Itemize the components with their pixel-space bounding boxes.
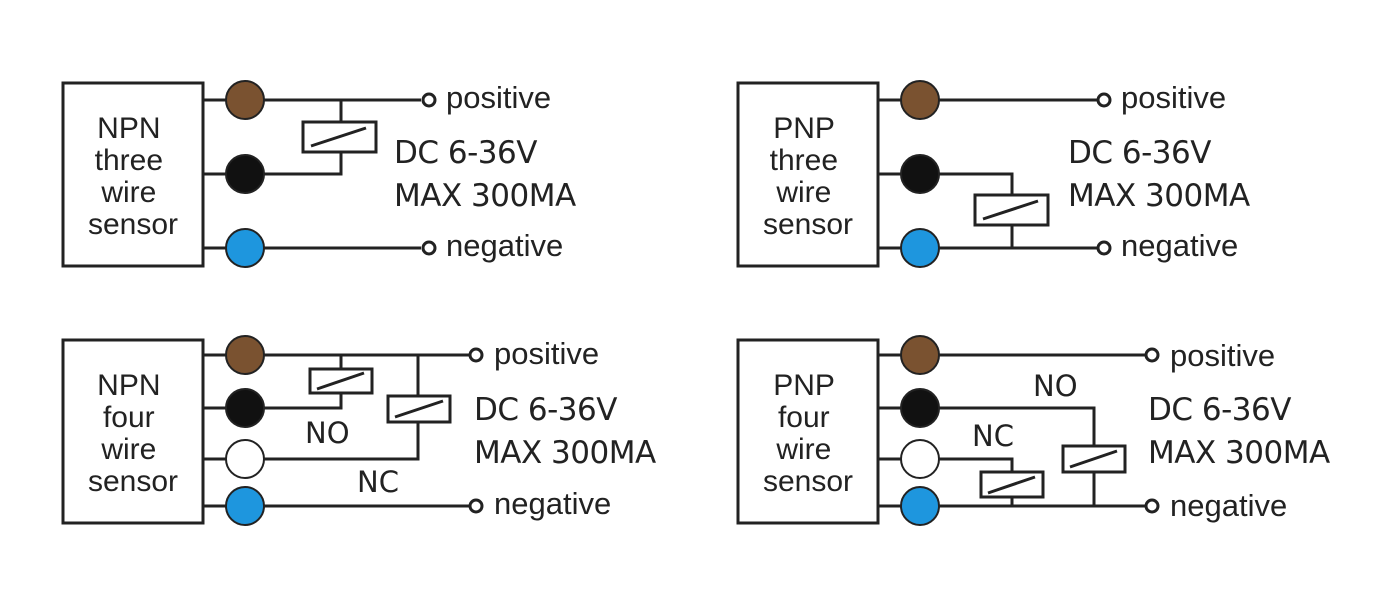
spec-label: DC 6-36V MAX 300MA [394,135,576,214]
negative-terminal [1096,240,1112,256]
pnp-four-wire-diagram: PNP four wire sensor positive negative N… [736,335,1330,526]
blue-wire-dot [900,486,940,526]
brown-wire-dot [225,335,265,375]
nc-label: NC [357,465,399,499]
nc-label: NC [972,419,1014,453]
negative-terminal [1144,498,1160,514]
brown-wire-dot [900,80,940,120]
sensor-label: PNP four wire sensor [763,369,853,498]
negative-terminal [468,498,484,514]
spec-label: DC 6-36V MAX 300MA [1068,135,1250,214]
negative-label: negative [1170,488,1287,523]
npn-three-wire-diagram: NPN three wire sensor positive negative … [61,80,576,268]
sensor-box [61,81,205,268]
black-wire-dot [900,154,940,194]
no-label: NO [305,416,350,450]
npn-four-wire-diagram: NPN four wire sensor positive negative N… [61,335,656,526]
positive-terminal [1144,347,1160,363]
sensor-box [736,81,880,268]
sensor-label: NPN three wire sensor [88,112,178,241]
white-wire-dot [225,439,265,479]
positive-label: positive [494,336,599,371]
negative-label: negative [494,486,611,521]
black-wire-dot [225,388,265,428]
black-wire-dot [900,388,940,428]
blue-wire-dot [225,486,265,526]
white-wire-dot [900,439,940,479]
positive-terminal [421,92,437,108]
positive-terminal [468,347,484,363]
sensor-box [736,338,880,525]
negative-label: negative [446,228,563,263]
brown-wire-dot [900,335,940,375]
positive-label: positive [1170,338,1275,373]
sensor-box [61,338,205,525]
spec-label: DC 6-36V MAX 300MA [1148,392,1330,471]
negative-label: negative [1121,228,1238,263]
black-wire-dot [225,154,265,194]
brown-wire-dot [225,80,265,120]
positive-label: positive [1121,80,1226,115]
pnp-three-wire-diagram: PNP three wire sensor positive negative … [736,80,1250,268]
sensor-label: NPN four wire sensor [88,369,178,498]
relay-coil-nc [386,394,452,424]
blue-wire-dot [900,228,940,268]
sensor-label: PNP three wire sensor [763,112,853,241]
positive-terminal [1096,92,1112,108]
no-label: NO [1033,369,1078,403]
negative-terminal [421,240,437,256]
positive-label: positive [446,80,551,115]
blue-wire-dot [225,228,265,268]
spec-label: DC 6-36V MAX 300MA [474,392,656,471]
